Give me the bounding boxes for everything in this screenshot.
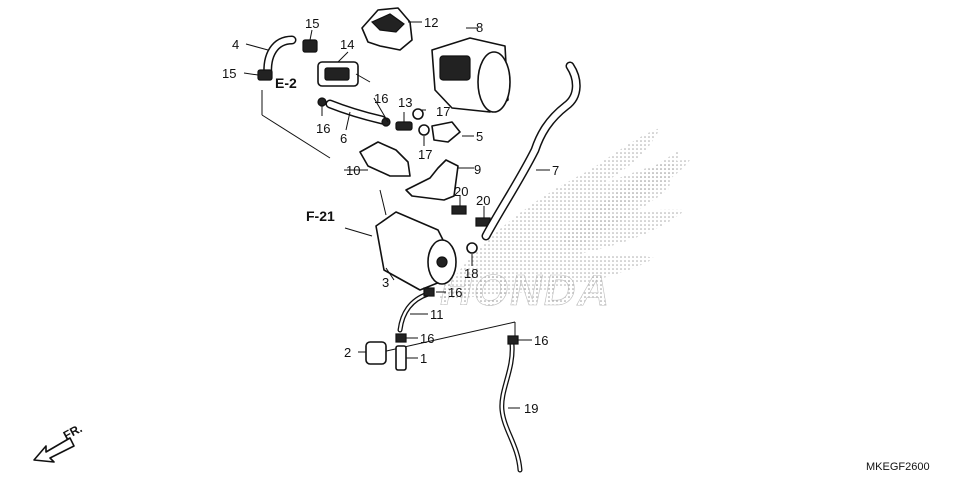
callout-16-c: 16	[448, 285, 462, 300]
callout-5: 5	[476, 129, 483, 144]
reference-e2[interactable]: E-2	[275, 75, 297, 91]
part-3-evap-canister	[375, 211, 457, 291]
part-11-hose	[397, 291, 431, 333]
part-19-drain-hose	[499, 341, 523, 473]
callout-14: 14	[340, 37, 354, 52]
callout-16-b: 16	[316, 121, 330, 136]
callout-labels: 4 15 15 14 12 8 16 16 6 13 17 5 17 10 9 …	[222, 15, 559, 416]
callout-15-upper: 15	[305, 16, 319, 31]
part-17-washer-lower	[418, 124, 430, 136]
part-13-bolt	[395, 121, 413, 131]
sheet-code: MKEGF2600	[866, 461, 930, 473]
callout-3: 3	[382, 275, 389, 290]
part-8-cover	[431, 37, 511, 113]
callout-4: 4	[232, 37, 239, 52]
part-10-stay	[359, 141, 411, 177]
callout-20-a: 20	[454, 184, 468, 199]
part-7-hose	[481, 61, 581, 241]
callout-9: 9	[474, 162, 481, 177]
direction-label: FR.	[61, 421, 85, 442]
callout-6: 6	[340, 131, 347, 146]
callout-2: 2	[344, 345, 351, 360]
callout-16-a: 16	[374, 91, 388, 106]
callout-18: 18	[464, 266, 478, 281]
part-16-clamp-e	[507, 335, 519, 345]
reference-f21[interactable]: F-21	[306, 208, 335, 224]
callout-15-lower: 15	[222, 66, 236, 81]
honda-watermark-text: HONDA	[440, 266, 611, 315]
callout-1: 1	[420, 351, 427, 366]
callout-13: 13	[398, 95, 412, 110]
honda-wing-watermark	[438, 128, 690, 300]
part-20-bolt-a	[451, 205, 467, 215]
callout-20-b: 20	[476, 193, 490, 208]
part-17-washer-upper	[412, 108, 424, 120]
callout-19: 19	[524, 401, 538, 416]
part-14-purge-valve	[317, 61, 371, 87]
part-16-clamp-a	[317, 97, 327, 107]
callout-16-e: 16	[534, 333, 548, 348]
callout-17-lower: 17	[418, 147, 432, 162]
part-5-joint	[431, 121, 461, 143]
part-18-o-ring	[466, 242, 478, 254]
callout-leaders	[243, 21, 550, 409]
callout-7: 7	[552, 163, 559, 178]
part-15-clamp-upper	[302, 39, 318, 53]
callout-12: 12	[424, 15, 438, 30]
callout-8: 8	[476, 20, 483, 35]
callout-17-upper: 17	[436, 104, 450, 119]
part-6-hose	[325, 99, 387, 125]
part-2-cap	[365, 341, 387, 365]
part-12-valve-bracket	[361, 7, 413, 51]
front-direction-arrow-icon	[33, 437, 75, 463]
callout-10: 10	[346, 163, 360, 178]
part-16-clamp-d	[395, 333, 407, 343]
part-9-stay	[405, 159, 459, 201]
part-1-joint	[395, 345, 407, 371]
part-15-clamp-lower	[257, 69, 273, 81]
part-16-clamp-c	[423, 287, 435, 297]
callout-16-d: 16	[420, 331, 434, 346]
callout-11: 11	[430, 307, 444, 322]
